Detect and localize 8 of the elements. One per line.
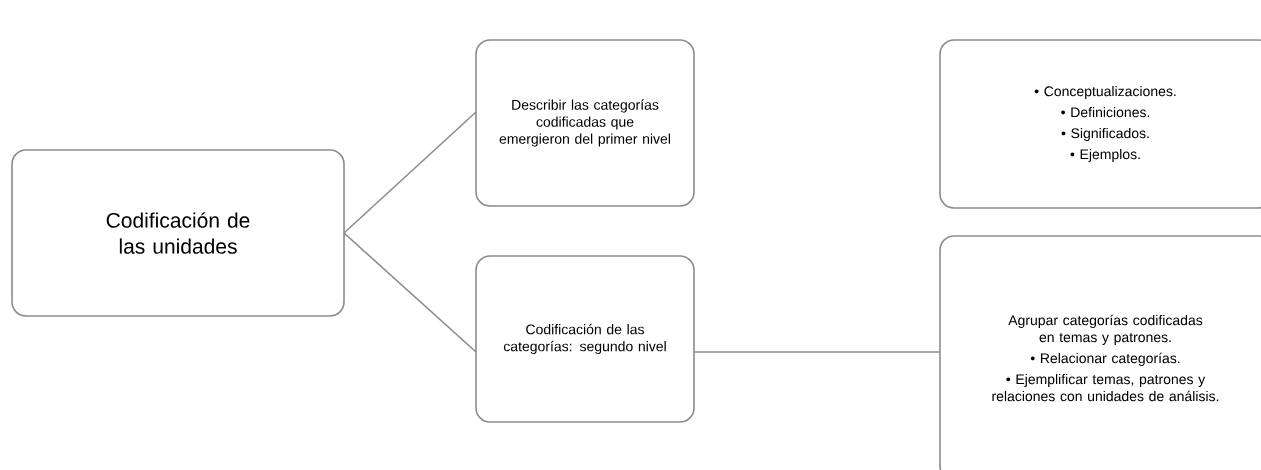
process-box: • Conceptualizaciones. • Definiciones. • Significados. • Ejemplos. — [939, 39, 1261, 209]
process-box: Codificación de las unidades — [11, 149, 345, 317]
process-box: Agrupar categorías codificadas en temas y patrones. • Relacionar categorías. • Ejemplificar temas, patrones y relaciones con unidades de análisis. — [939, 235, 1261, 470]
process-box: Codificación de las categorías: segundo nivel — [475, 255, 695, 423]
connector-line — [693, 351, 941, 353]
connector-line — [343, 111, 477, 234]
process-box: Describir las categorías codificadas que emergieron del primer nivel — [475, 39, 695, 207]
connector-line — [343, 232, 477, 353]
